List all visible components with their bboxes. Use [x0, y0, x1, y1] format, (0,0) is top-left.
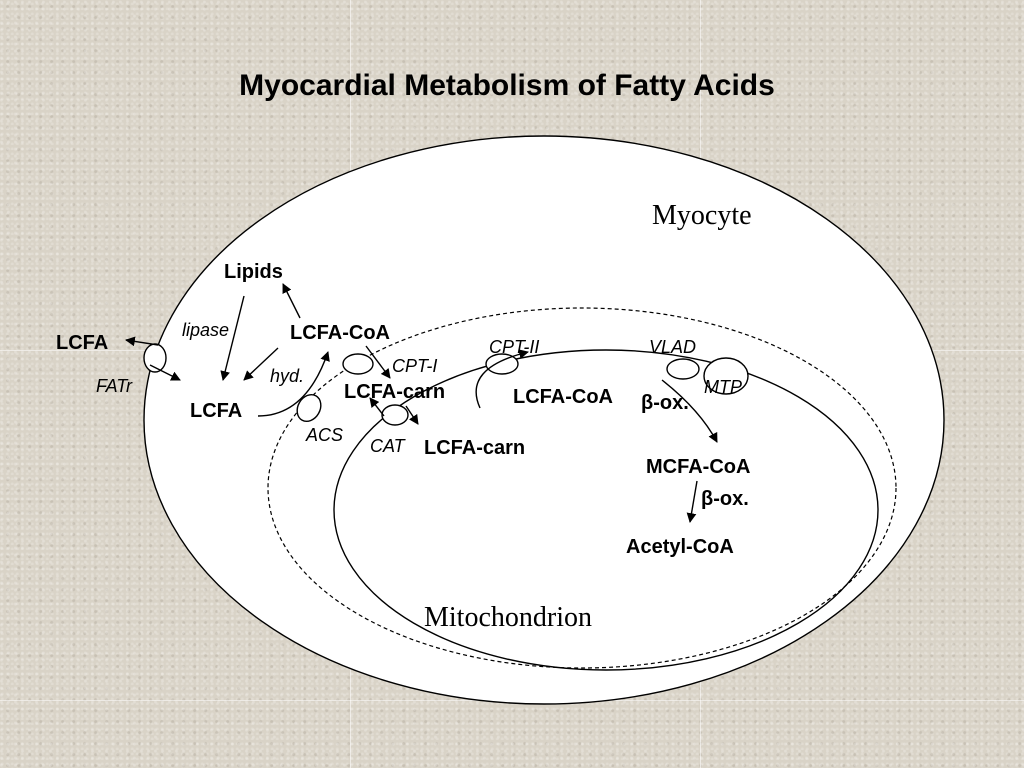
myocyte-membrane	[143, 135, 945, 705]
lcfa-carn-matrix-label: LCFA-carn	[424, 437, 525, 459]
lcfa-coa-matrix-label: LCFA-CoA	[513, 386, 613, 408]
arrow-lipase	[220, 295, 245, 381]
vlad-enzyme	[666, 358, 700, 380]
lcfa-carn-ims-label: LCFA-carn	[344, 381, 445, 403]
mcfa-coa-label: MCFA-CoA	[646, 456, 750, 478]
mtp-label: MTP	[704, 377, 742, 397]
lcfa-extracellular-label: LCFA	[56, 332, 108, 354]
mtp-enzyme	[703, 357, 749, 395]
acs-enzyme	[296, 393, 322, 423]
arrow-lcfa-efflux	[125, 336, 159, 347]
arrow-hyd	[243, 347, 279, 381]
hyd-label: hyd.	[270, 366, 304, 386]
cpt1-enzyme	[342, 353, 374, 375]
cat-label: CAT	[370, 436, 407, 456]
arrow-cat-in	[369, 397, 385, 417]
lipids-label: Lipids	[224, 261, 283, 283]
diagram-title: Myocardial Metabolism of Fatty Acids	[239, 69, 775, 102]
beta-oxidation-2-label: β-ox.	[701, 488, 749, 510]
cpt1-label: CPT-I	[392, 356, 437, 376]
cpt2-enzyme	[485, 353, 519, 375]
lipase-label: lipase	[182, 320, 229, 340]
acs-label: ACS	[305, 425, 343, 445]
arrow-beta-ox-2	[686, 480, 698, 523]
mitochondrion-outer-membrane	[267, 307, 897, 669]
arrow-beta-ox-1	[661, 379, 718, 443]
cat-transporter	[381, 404, 409, 426]
arrow-cpt1	[365, 345, 391, 379]
arrow-cpt2-reaction	[475, 349, 529, 409]
arrow-lcfa-influx	[149, 364, 181, 381]
lcfa-coa-cytosol-label: LCFA-CoA	[290, 322, 390, 344]
acetyl-coa-label: Acetyl-CoA	[626, 536, 734, 558]
arrow-cat-out	[405, 405, 419, 425]
vlad-label: VLAD	[649, 337, 696, 357]
beta-oxidation-1-label: β-ox.	[641, 392, 689, 414]
arrow-acs-activation	[257, 351, 330, 417]
mitochondrion-inner-membrane	[333, 349, 879, 671]
cpt2-label: CPT-II	[489, 337, 539, 357]
arrow-to-lipids	[282, 283, 301, 319]
fatr-label: FATr	[96, 376, 133, 396]
myocyte-label: Myocyte	[652, 200, 752, 231]
mitochondrion-label: Mitochondrion	[424, 602, 592, 633]
lcfa-cytosol-label: LCFA	[190, 400, 242, 422]
